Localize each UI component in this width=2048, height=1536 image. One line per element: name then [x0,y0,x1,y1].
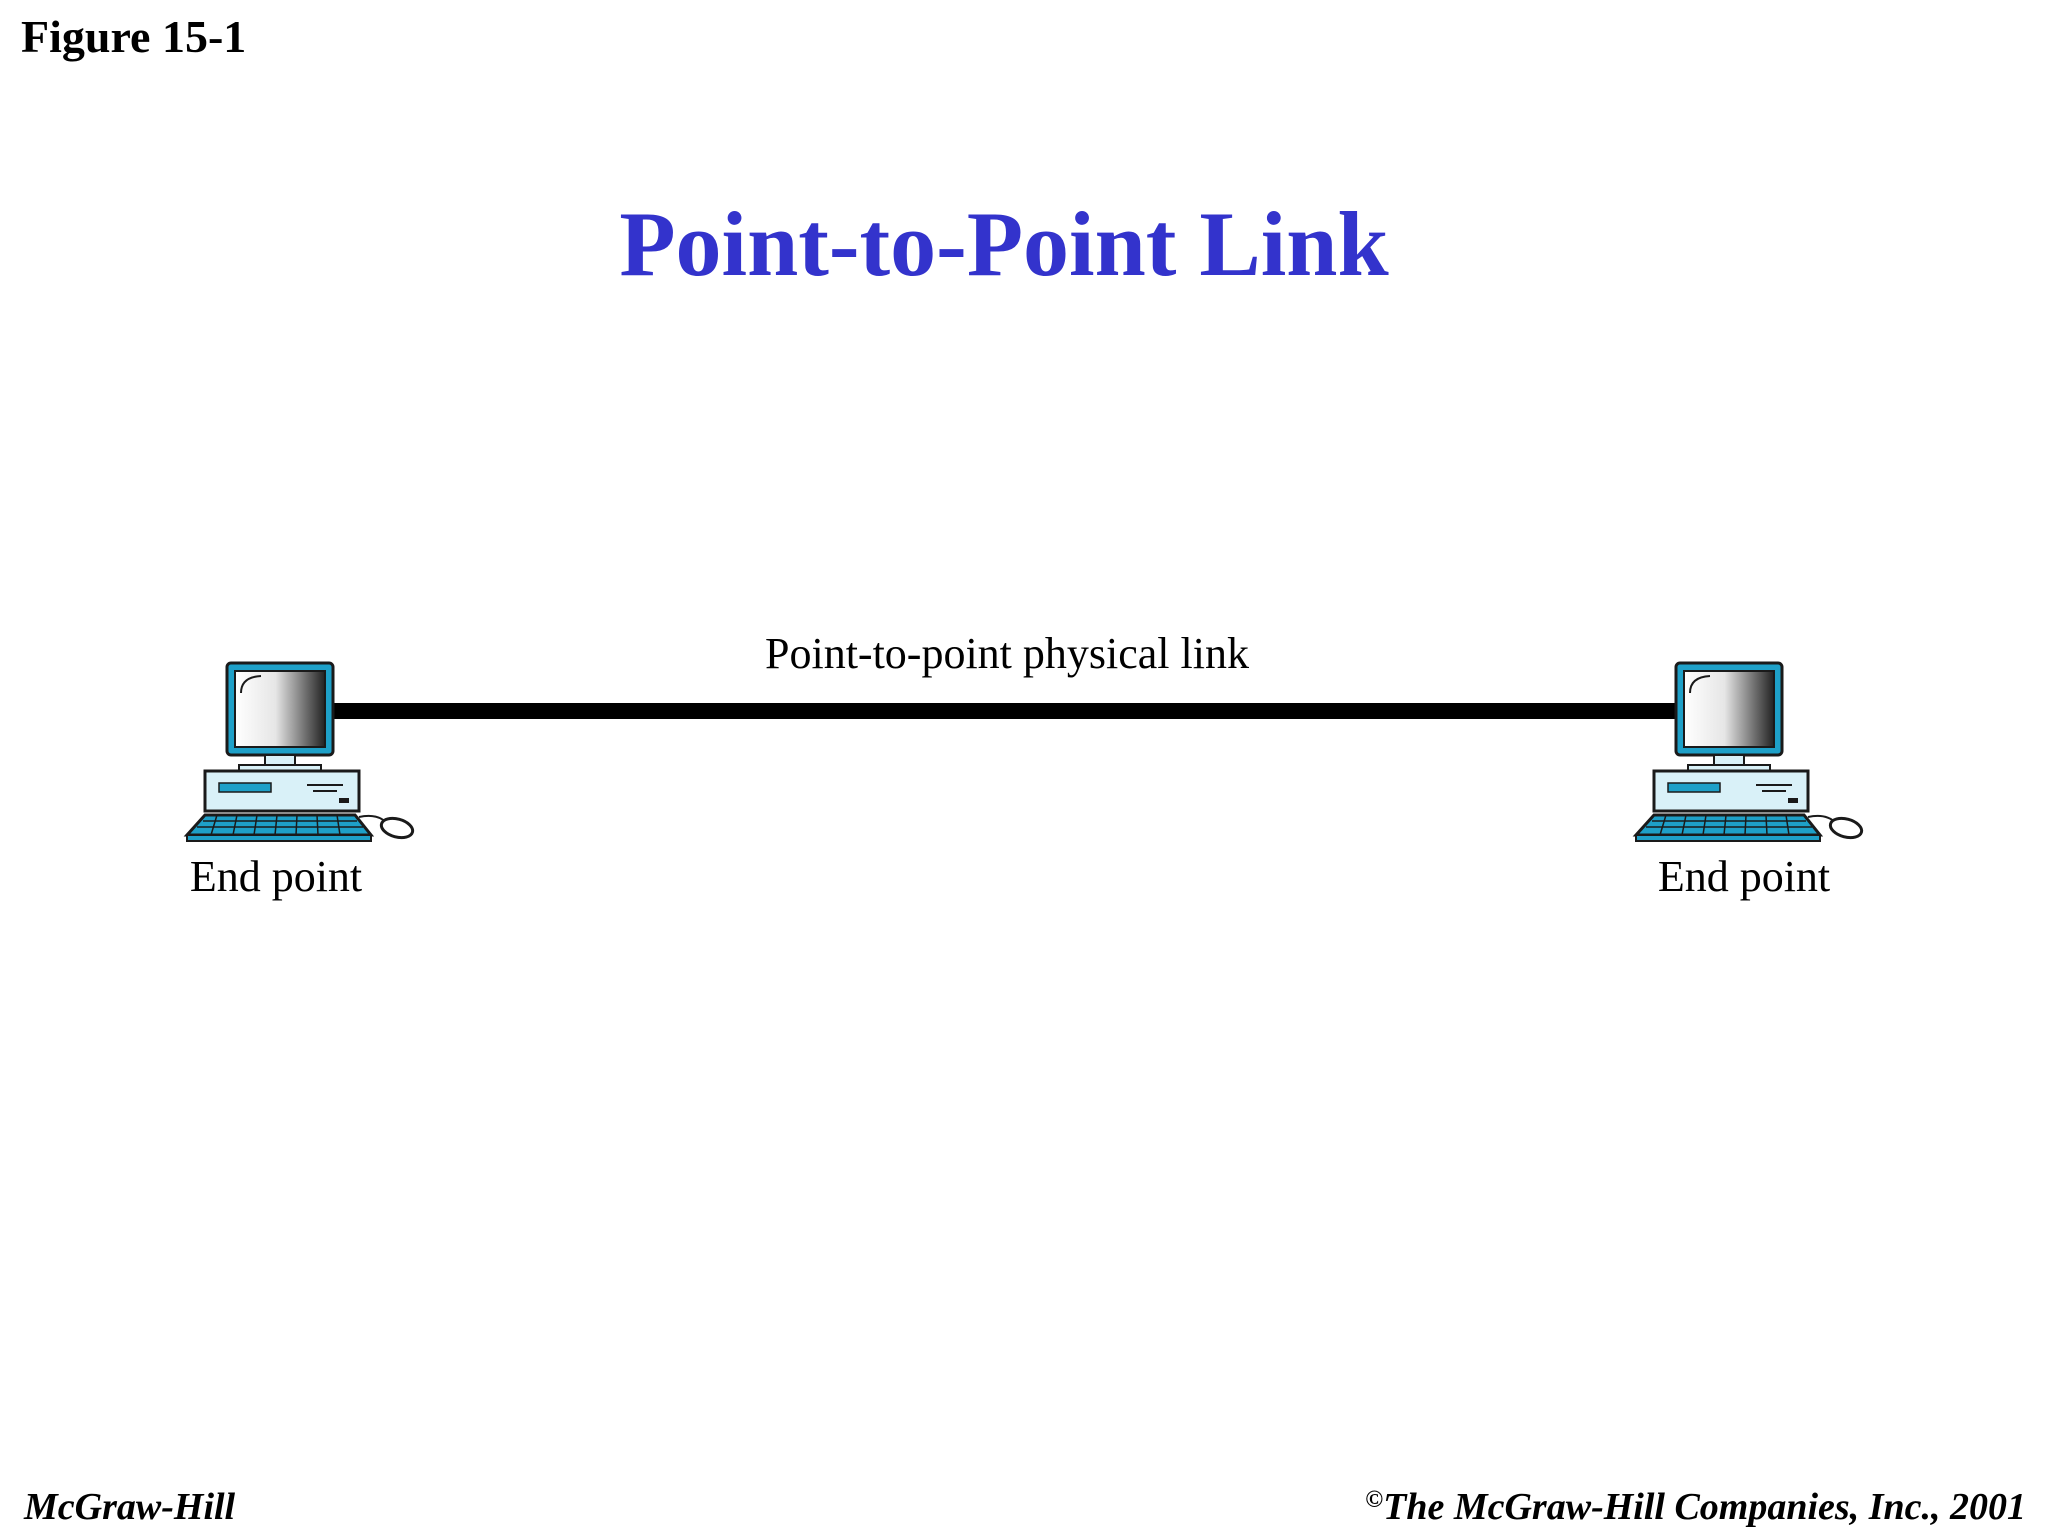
endpoint-label-left: End point [189,852,363,901]
copyright-text: The McGraw-Hill Companies, Inc., 2001 [1383,1486,2026,1528]
endpoint-label-right: End point [1657,852,1831,901]
copyright-notice: ©The McGraw-Hill Companies, Inc., 2001 [1365,1488,2026,1526]
diagram-title: Point-to-Point Link [619,193,1389,295]
copyright-symbol: © [1365,1487,1384,1513]
link-label: Point-to-point physical link [765,629,1249,678]
figure-label: Figure 15-1 [21,11,247,62]
publisher-logo: McGraw-Hill [24,1486,236,1528]
computer-icon [185,661,417,843]
computer-icon [1634,661,1866,843]
